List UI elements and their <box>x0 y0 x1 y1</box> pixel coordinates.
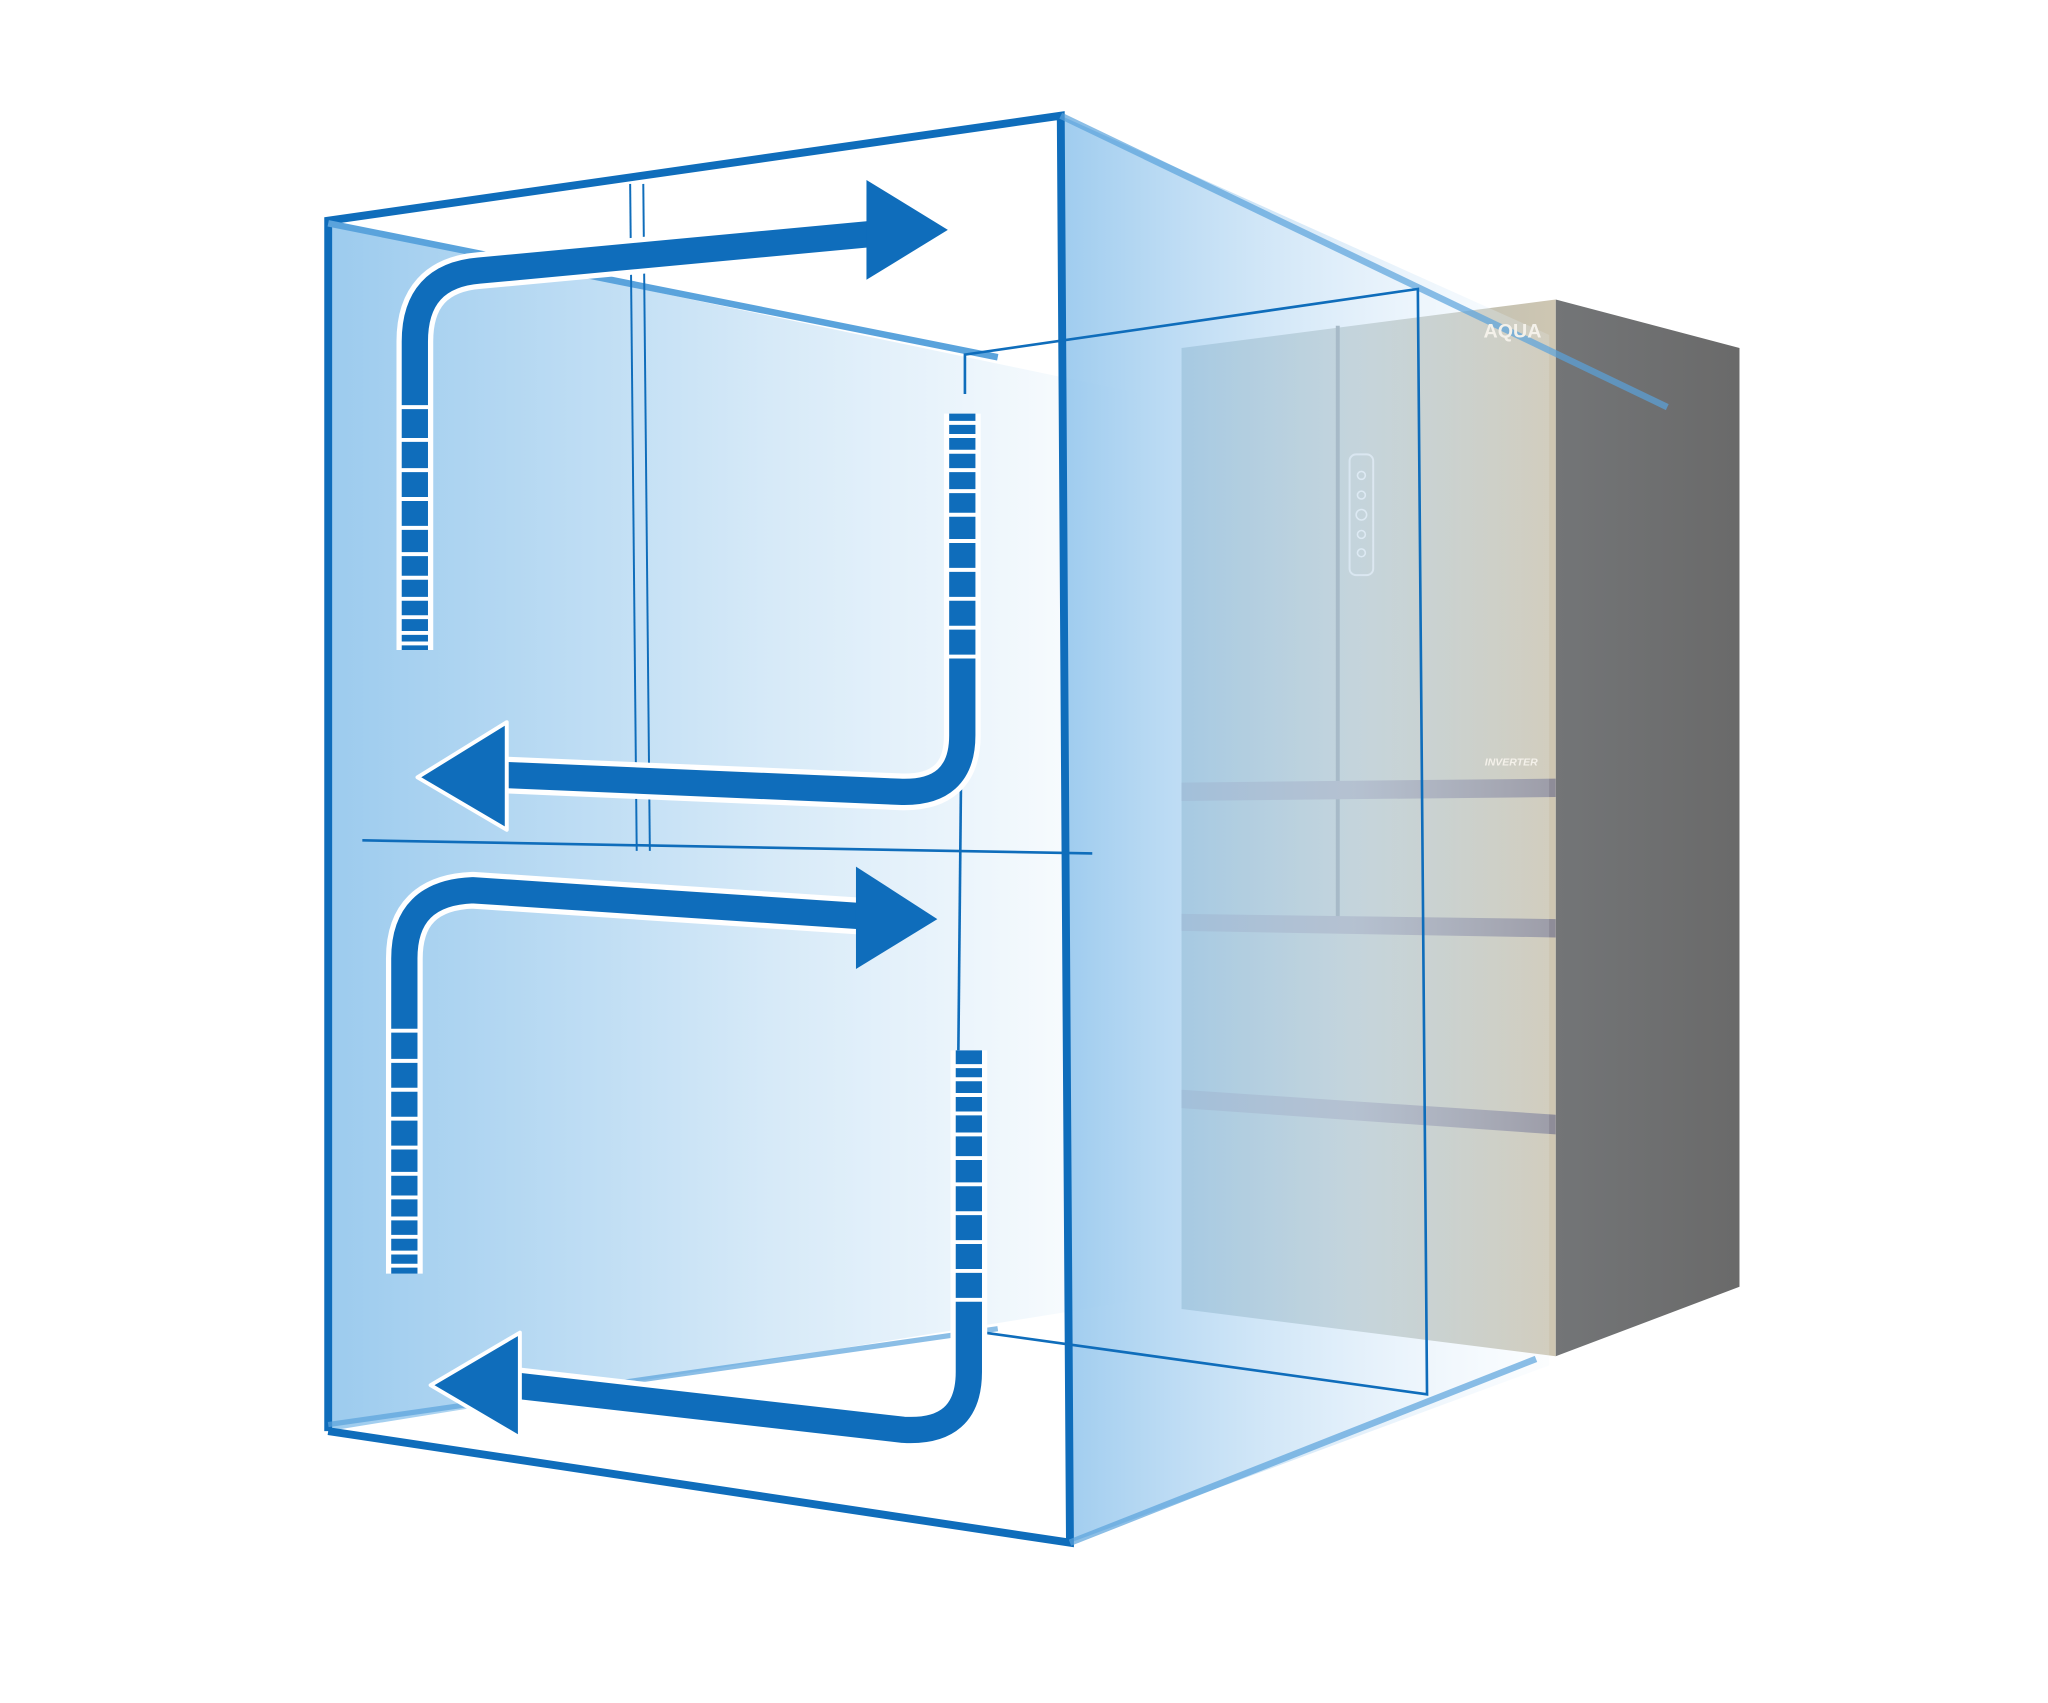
arrow-upper-right <box>396 179 948 650</box>
arrow-upper-left <box>415 413 981 832</box>
box-left-face <box>328 223 1143 1432</box>
fridge-branding: AQUA INVERTER <box>1483 321 1541 769</box>
fridge-side-panel <box>1555 299 1740 1357</box>
airflow-arrows <box>385 179 988 1449</box>
box-frame <box>324 111 1669 1548</box>
cooling-box <box>324 111 1669 1548</box>
arrow-lower-right <box>385 866 938 1274</box>
arrow-lower-left <box>428 1050 988 1449</box>
arrow-tail-stripes <box>388 405 985 1302</box>
inverter-badge: INVERTER <box>1485 757 1538 769</box>
aqua-logo: AQUA <box>1483 321 1541 343</box>
box-right-face <box>1060 115 1550 1543</box>
